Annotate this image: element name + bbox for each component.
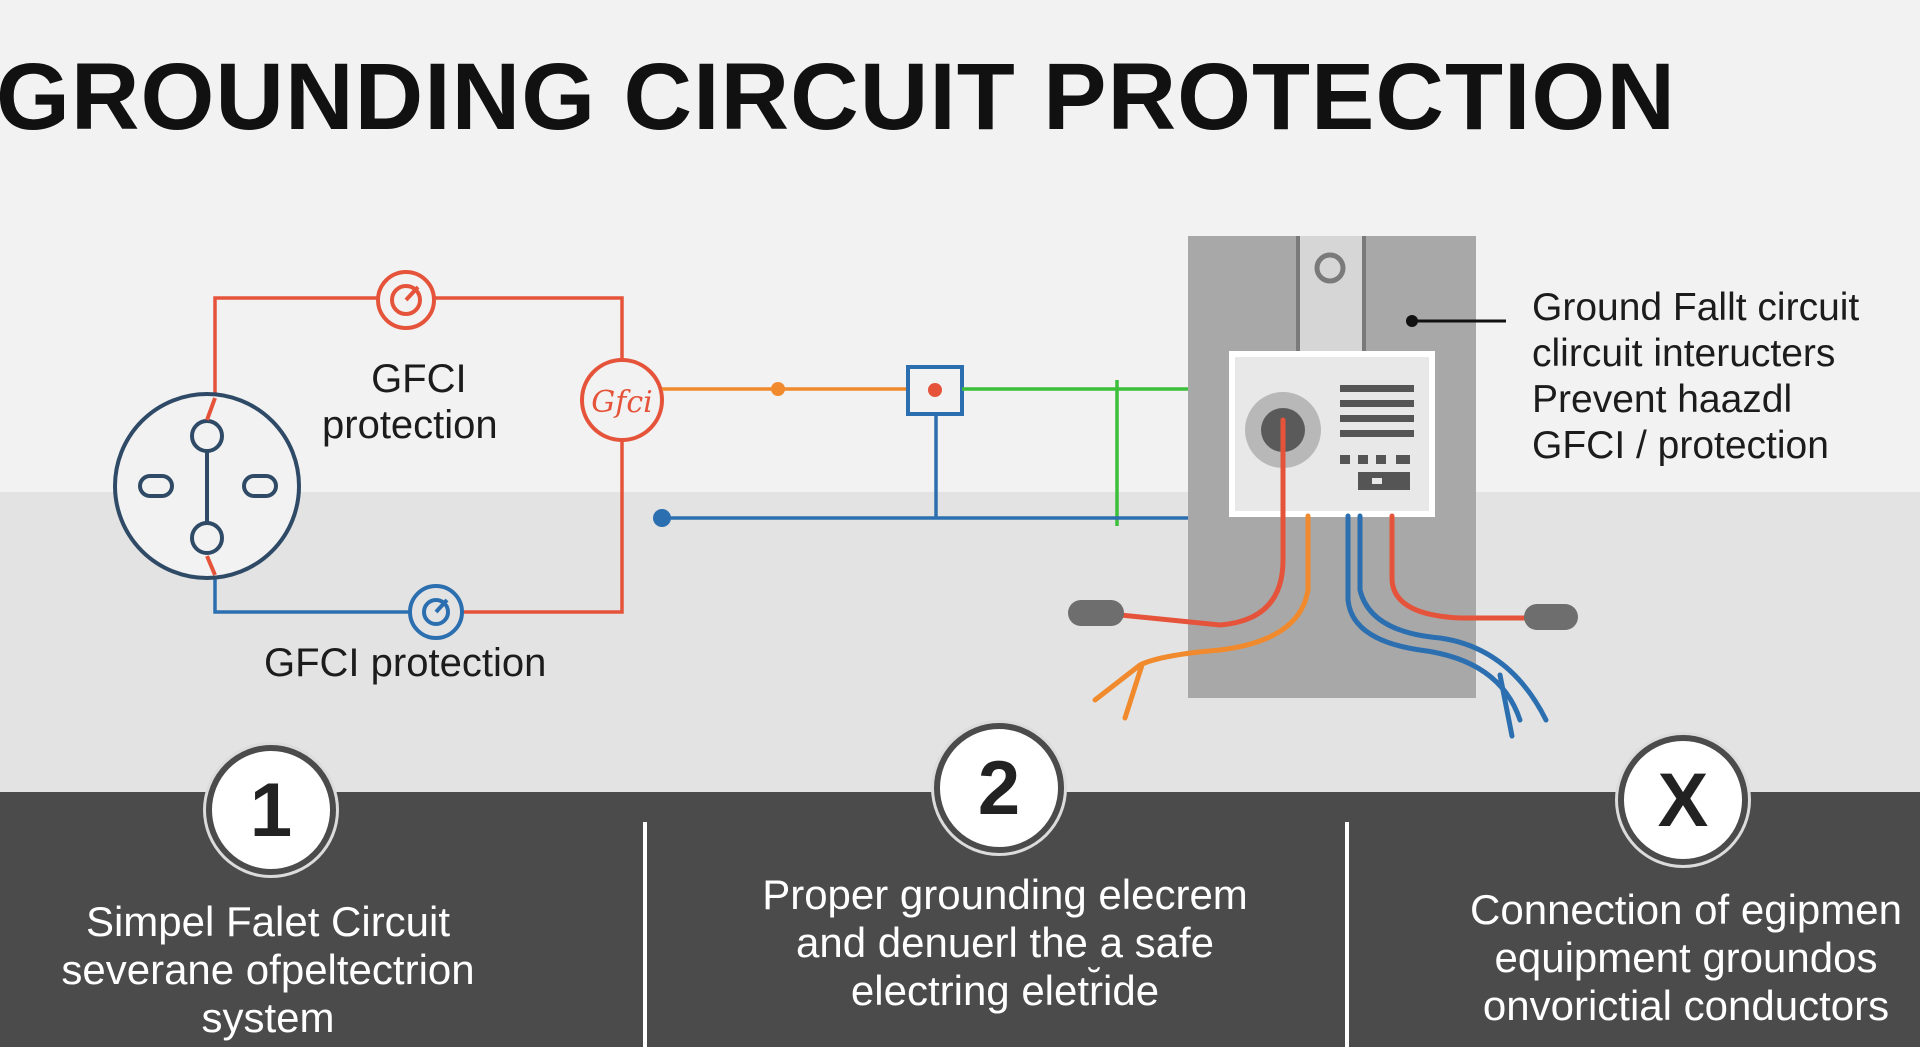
callout-leader-dot xyxy=(1406,315,1418,327)
orange-node-dot xyxy=(771,382,785,396)
step-1-line-2: severane ofpeltectrion xyxy=(61,946,475,993)
step-3-line-2: equipment groundos xyxy=(1494,934,1878,981)
callout-line-2: clircuit interucters xyxy=(1532,332,1836,375)
step-3-line-1: Connection of egipmen xyxy=(1470,886,1902,933)
gfci-callout-text: Ground Fallt circuit clircuit interucter… xyxy=(1532,285,1859,469)
step-3-text: Connection of egipmen equipment groundos… xyxy=(1452,886,1920,1030)
gfci-label-bottom: GFCI protection xyxy=(264,641,547,685)
gfci-label-top-line-1: GFCI xyxy=(371,357,467,401)
neutral-end-dot xyxy=(653,509,671,527)
receptacle-outlet-icon xyxy=(113,392,301,580)
step-2-line-2: and denuerl the a safe xyxy=(796,919,1214,966)
step-divider-2 xyxy=(1345,822,1349,1047)
hot-wire-right xyxy=(460,440,624,614)
step-3-badge: X xyxy=(1618,735,1748,865)
gfci-label-top: GFCI protection xyxy=(322,356,498,448)
gfci-indicator-bottom-icon xyxy=(408,584,464,640)
step-2-line-3: electring eletr̆ide xyxy=(850,967,1160,1014)
neutral-wire-bottom xyxy=(213,570,412,614)
gfci-device-icon xyxy=(1229,351,1435,517)
cable-plug-right-icon xyxy=(1524,604,1578,630)
callout-line-4: GFCI / protection xyxy=(1532,424,1829,467)
step-1-badge: 1 xyxy=(206,745,336,875)
panel-cables xyxy=(1092,417,1549,739)
step-2-line-1: Proper grounding elecrem xyxy=(762,871,1248,918)
gfci-symbol-text: Gfci xyxy=(591,385,652,420)
step-3-line-3: onvorictial conductors xyxy=(1482,982,1890,1029)
callout-line-1: Ground Fallt circuit xyxy=(1532,286,1860,329)
step-1-line-1: Simpel Falet Circuit xyxy=(85,898,451,945)
step-2-badge: 2 xyxy=(934,723,1064,853)
step-2-text: Proper grounding elecrem and denuerl the… xyxy=(700,871,1310,1015)
callout-line-3: Prevent haazdl xyxy=(1532,378,1793,421)
circuit-diagram: Gfci xyxy=(113,236,1578,739)
gfci-indicator-top-icon xyxy=(376,270,436,330)
gfci-label-top-line-2: protection xyxy=(322,403,498,447)
cable-plug-left-icon xyxy=(1068,600,1124,626)
gfci-symbol-icon: Gfci xyxy=(580,358,664,442)
page-title: GROUNDING CIRCUIT PROTECTION xyxy=(0,44,1676,150)
junction-box-icon xyxy=(906,365,964,416)
step-1-line-3: system xyxy=(201,994,335,1041)
step-divider-1 xyxy=(643,822,647,1047)
step-1-text: Simpel Falet Circuit severane ofpeltectr… xyxy=(18,898,518,1042)
